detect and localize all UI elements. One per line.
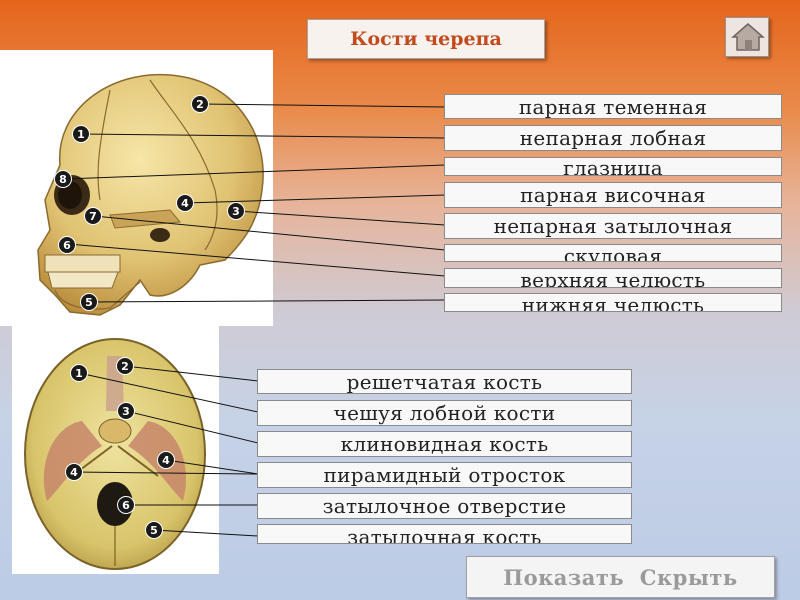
home-button[interactable]: [725, 17, 769, 57]
skull-lateral-image: [0, 50, 273, 326]
show-hide-button[interactable]: Показать Скрыть: [466, 556, 775, 598]
base-marker-2: 2: [116, 357, 134, 375]
marker-7: 7: [84, 207, 102, 225]
label-temporal[interactable]: парная височная: [444, 182, 782, 208]
label-mandible[interactable]: нижняя челюсть: [444, 293, 782, 312]
base-marker-3: 3: [117, 402, 135, 420]
label-zygomatic[interactable]: скуловая: [444, 244, 782, 262]
label-foramen-magnum[interactable]: затылочное отверстие: [257, 493, 632, 519]
base-marker-6: 6: [117, 496, 135, 514]
base-marker-1: 1: [70, 364, 88, 382]
label-frontal-squama[interactable]: чешуя лобной кости: [257, 400, 632, 426]
label-orbit[interactable]: глазница: [444, 157, 782, 176]
label-parietal[interactable]: парная теменная: [444, 94, 782, 119]
label-maxilla[interactable]: верхняя челюсть: [444, 268, 782, 288]
label-frontal[interactable]: непарная лобная: [444, 125, 782, 151]
home-icon: [731, 22, 765, 52]
marker-6: 6: [58, 236, 76, 254]
marker-5: 5: [80, 293, 98, 311]
marker-1: 1: [72, 125, 90, 143]
label-petrous[interactable]: пирамидный отросток: [257, 462, 632, 488]
label-occipital-bone[interactable]: затылочная кость: [257, 524, 632, 544]
marker-8: 8: [54, 170, 72, 188]
base-marker-4-left: 4: [65, 463, 83, 481]
marker-2: 2: [191, 95, 209, 113]
base-marker-4-right: 4: [157, 451, 175, 469]
label-sphenoid[interactable]: клиновидная кость: [257, 431, 632, 457]
label-ethmoid[interactable]: решетчатая кость: [257, 369, 632, 394]
marker-3: 3: [227, 202, 245, 220]
title-button[interactable]: Кости черепа: [307, 19, 545, 59]
marker-4: 4: [176, 194, 194, 212]
label-occipital[interactable]: непарная затылочная: [444, 213, 782, 239]
base-marker-5: 5: [145, 521, 163, 539]
